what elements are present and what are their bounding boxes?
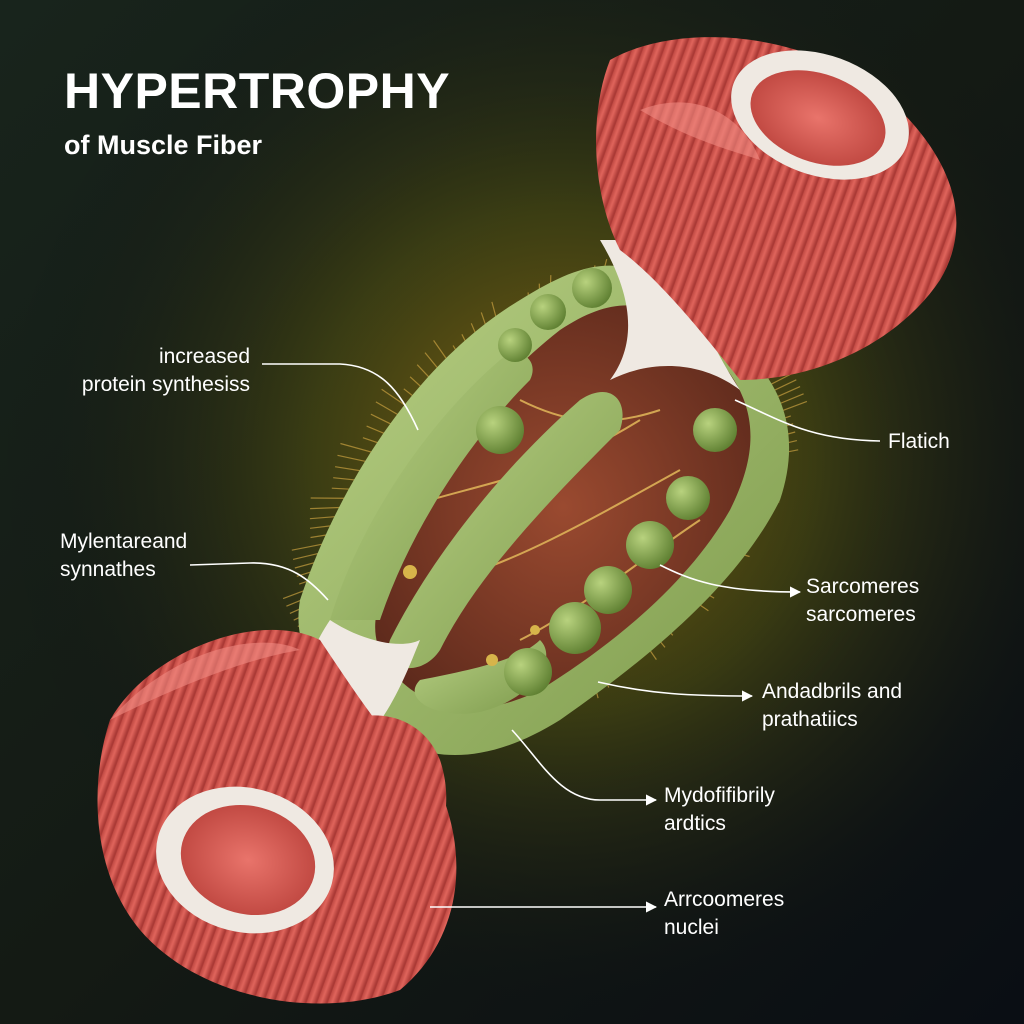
label-line: Sarcomeres [806,575,920,598]
label-line: synnathes [60,558,156,581]
leader-line-sarcomeres [659,564,802,598]
label-sarcomeres: Sarcomeres sarcomeres [806,573,919,629]
lower-muscle-bundle [97,629,457,1004]
diagram-title: HYPERTROPHY [64,63,451,119]
diagram-subtitle: of Muscle Fiber [64,130,263,160]
upper-muscle-bundle [596,37,957,381]
small-granules [403,565,540,666]
leader-line-andadbrils [597,681,754,702]
label-synnathes: Mylentareand synnathes [60,528,187,584]
label-line: nuclei [664,916,719,939]
label-line: ardtics [664,812,726,835]
leader-line-mydofifibrily [511,729,658,806]
nuclei-group [476,268,737,696]
label-line: prathatiics [762,708,858,731]
label-line: increased [158,345,250,368]
label-andadbrils: Andadbrils and prathatiics [762,678,902,734]
label-flatich: Flatich [888,428,950,456]
leader-line-synnathes [189,562,329,601]
label-line: protein synthesiss [81,373,250,396]
label-line: sarcomeres [806,603,916,626]
leader-line-protein-synthesis [262,363,419,431]
label-line: Mylentareand [60,530,188,553]
label-protein-synthesis: increased protein synthesiss [64,343,250,399]
label-line: Flatich [888,430,950,453]
leader-line-flatich [734,399,881,442]
label-line: Andadbrils and [762,680,903,703]
label-nuclei: Arrcoomeres nuclei [664,886,784,942]
label-line: Mydofifibrily [664,784,775,807]
label-mydofifibrily: Mydofifibrily ardtics [664,782,775,838]
label-line: Arrcoomeres [664,888,785,911]
